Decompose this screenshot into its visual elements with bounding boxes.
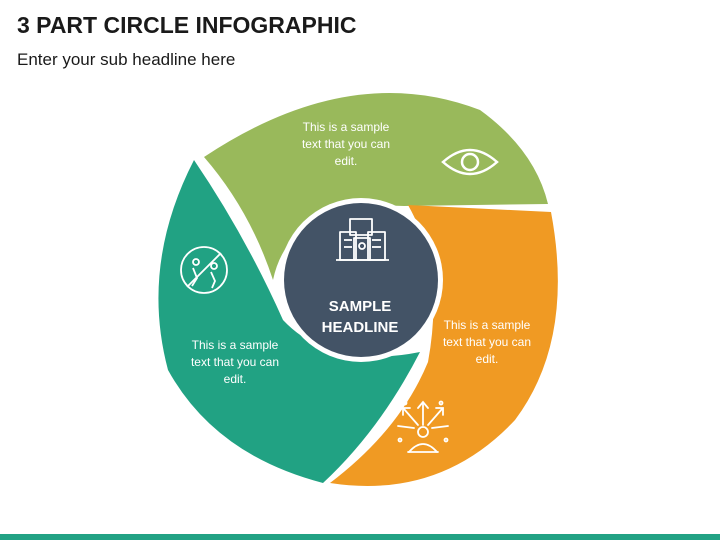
segment-right	[330, 205, 558, 486]
buildings-icon	[336, 218, 389, 261]
segment-left-text: This is a sample text that you can edit.	[190, 338, 280, 386]
no-climbing-icon	[180, 246, 228, 294]
page-title: 3 PART CIRCLE INFOGRAPHIC	[17, 12, 357, 38]
bottom-accent-bar	[0, 534, 720, 540]
segment-left	[158, 160, 420, 483]
eye-icon	[441, 148, 499, 176]
segment-right-text: This is a sample text that you can edit.	[442, 318, 532, 366]
segment-top	[204, 92, 548, 280]
center-headline: SAMPLE HEADLINE	[321, 298, 399, 336]
page-subtitle: Enter your sub headline here	[17, 50, 236, 69]
segment-top-text: This is a sample text that you can edit.	[301, 120, 391, 168]
center-hub	[284, 203, 438, 357]
directions-arrows-icon	[397, 400, 449, 453]
